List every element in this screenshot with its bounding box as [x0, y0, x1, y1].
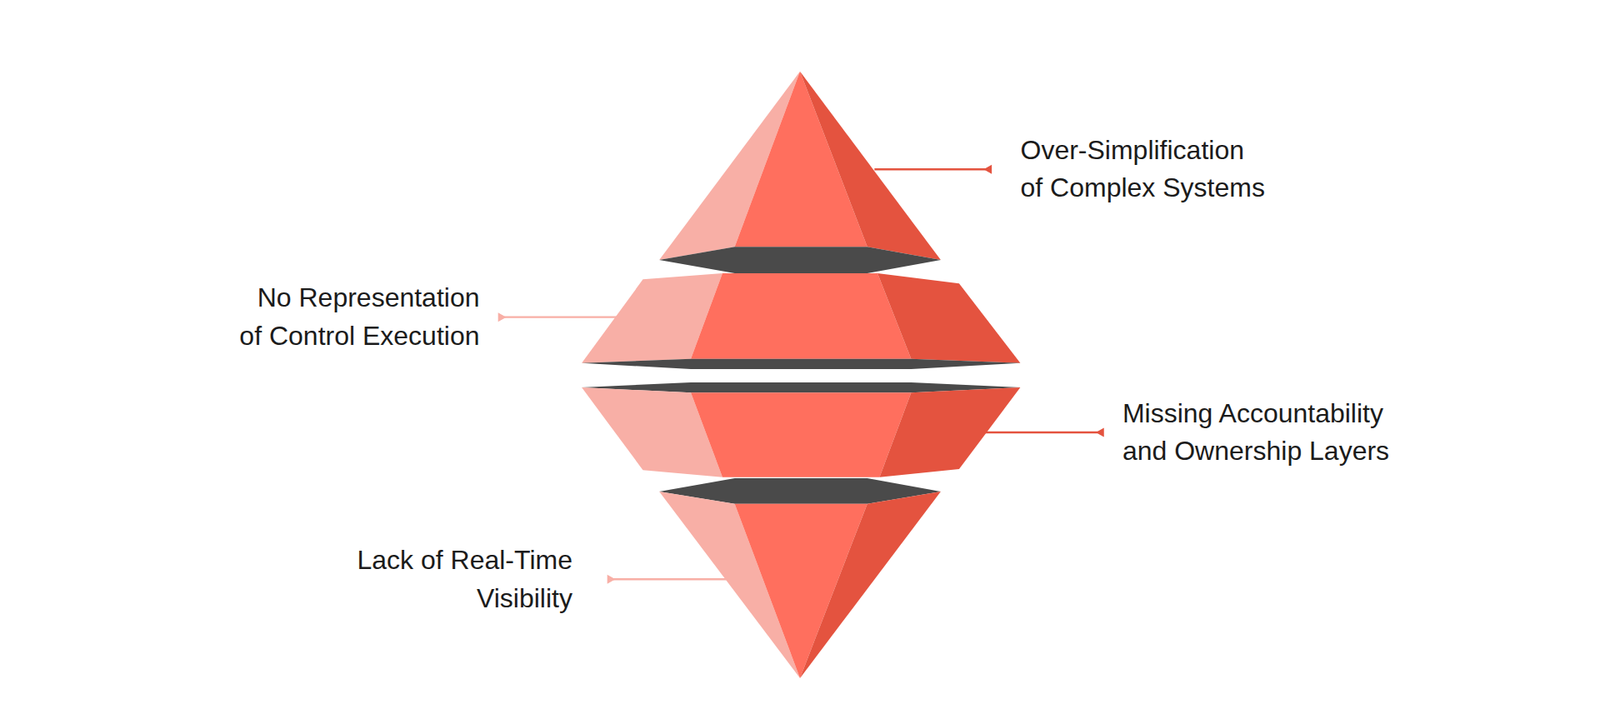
- callout-label: Over-Simplification of Complex Systems: [1020, 131, 1272, 208]
- diamond-upper-band: [581, 273, 1020, 370]
- diamond-lower-band: [581, 382, 1020, 478]
- label-text: No Representation of Control Execution: [239, 282, 480, 350]
- label-text: Over-Simplification of Complex Systems: [1020, 135, 1265, 203]
- callout-label: Missing Accountability and Ownership Lay…: [1122, 395, 1397, 471]
- callout-label: Lack of Real-Time Visibility: [350, 541, 573, 618]
- label-text: Missing Accountability and Ownership Lay…: [1122, 398, 1390, 466]
- leader-line: [874, 165, 992, 175]
- leader-line: [607, 575, 727, 585]
- leader-line: [985, 427, 1105, 437]
- label-text: Lack of Real-Time Visibility: [356, 545, 572, 613]
- leader-line: [498, 312, 618, 322]
- callout-label: No Representation of Control Execution: [232, 279, 480, 355]
- diamond-top-piece: [659, 71, 941, 274]
